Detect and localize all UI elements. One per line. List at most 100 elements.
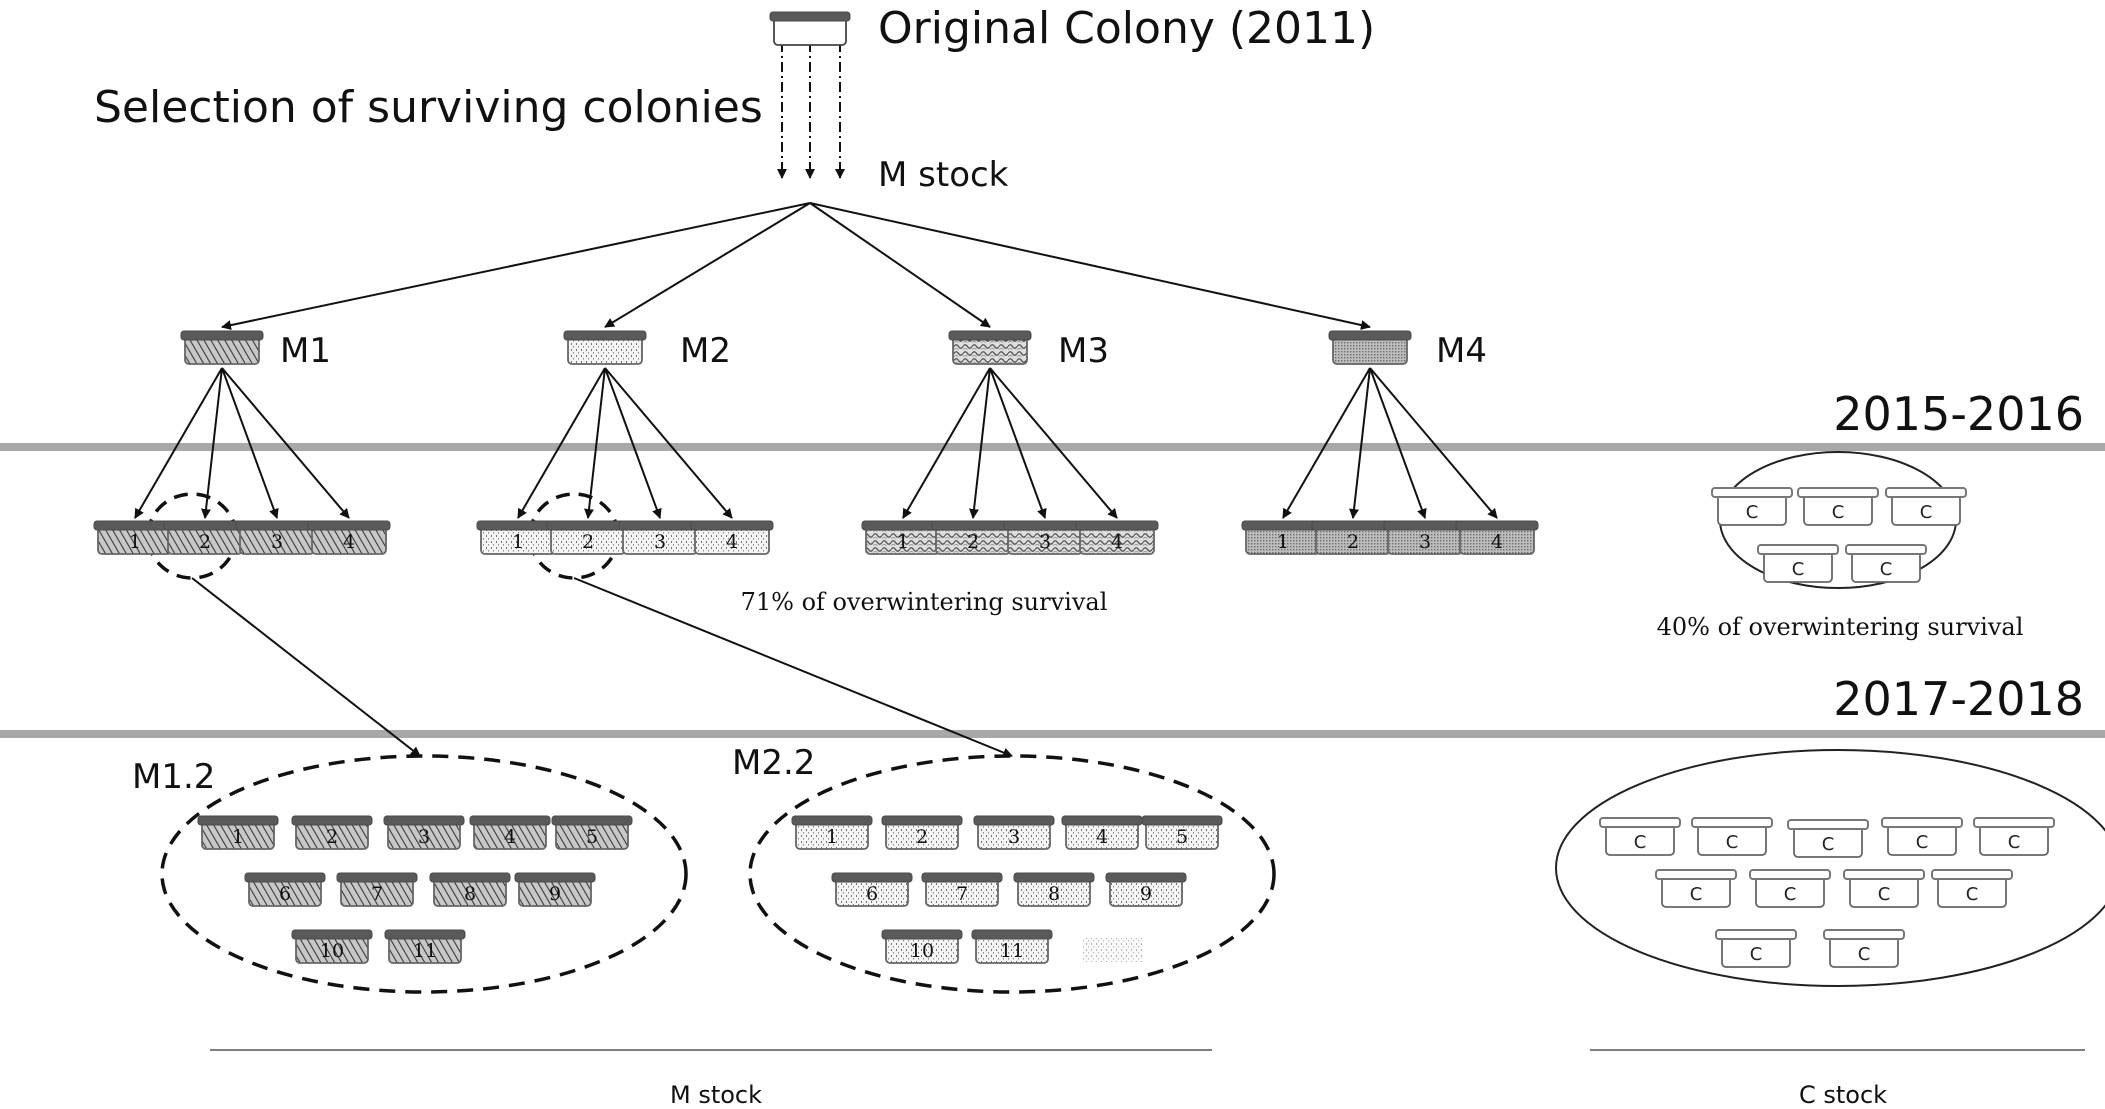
original-colony-box	[769, 11, 851, 46]
selected-colony-m2-2-10-label: 10	[910, 940, 934, 962]
selected-colony-m1-2-1: 1	[197, 815, 279, 850]
selected-colony-m1-2-5: 5	[551, 815, 633, 850]
selected-colony-m1-2-7: 7	[336, 872, 418, 907]
selected-colony-m2-2-6: 6	[831, 872, 913, 907]
selected-colony-m2-2-3-label: 3	[1008, 826, 1020, 848]
selected-colony-m1-2-11-label: 11	[413, 940, 437, 962]
control-2017-8: C	[1843, 869, 1925, 908]
selected-colony-m2-2-5-label: 5	[1176, 826, 1188, 848]
control-2017-11: C	[1823, 929, 1905, 968]
c-stock-footer-label: C stock	[1799, 1081, 1887, 1109]
control-2015-5: C	[1845, 544, 1927, 583]
selected-colony-m1-2-9: 9	[514, 872, 596, 907]
control-2017-7: C	[1749, 869, 1831, 908]
control-2017-10-label: C	[1750, 944, 1763, 965]
control-2017-5: C	[1973, 817, 2055, 856]
selected-colony-m1-2-6-label: 6	[279, 883, 291, 905]
sub-colony-m4-4: 4	[1455, 520, 1539, 555]
arrow-m4-to-sub-3	[1369, 367, 1427, 519]
c-stock-survival-label: 40% of overwintering survival	[1657, 613, 2024, 641]
control-2015-3-label: C	[1920, 502, 1933, 523]
sub-colony-m1-3: 3	[235, 520, 319, 555]
origin-arrows	[777, 42, 845, 179]
lost-colony-m2-2	[1083, 938, 1143, 962]
control-2017-3: C	[1787, 819, 1869, 858]
arrow-root-to-m4	[809, 202, 1371, 330]
sub-colony-m1-4-label: 4	[343, 531, 355, 553]
selected-colony-m2-2-11-label: 11	[1000, 940, 1024, 962]
sub-colony-m3-1-label: 1	[897, 531, 909, 553]
control-2015-4: C	[1757, 544, 1839, 583]
arrow-m2-to-sub-3	[604, 367, 662, 519]
c-stock-group-2017	[1555, 749, 2105, 987]
selected-colony-m1-2-1-label: 1	[232, 826, 244, 848]
selected-group-label-m1-2: M1.2	[132, 757, 215, 797]
selected-colony-m2-2-2: 2	[881, 815, 963, 850]
control-2017-3-label: C	[1822, 834, 1835, 855]
selected-colony-m1-2-8-label: 8	[464, 883, 476, 905]
sub-colony-m2-4-label: 4	[726, 531, 738, 553]
m-stock-label: M stock	[878, 155, 1009, 195]
selected-colony-m2-2-9: 9	[1105, 872, 1187, 907]
selected-colony-m2-2-2-label: 2	[916, 826, 928, 848]
control-2015-2: C	[1797, 487, 1879, 526]
lineage-box-m2	[563, 330, 647, 365]
selected-colony-m1-2-11: 11	[384, 929, 466, 964]
arrow-m1-to-sub-1	[134, 367, 223, 519]
selected-colony-m2-2-5: 5	[1141, 815, 1223, 850]
sub-colony-m2-3-label: 3	[654, 531, 666, 553]
selected-colony-m2-2-9-label: 9	[1140, 883, 1152, 905]
arrow-m3-to-sub-3	[989, 367, 1047, 519]
arrow-select-m1-2	[191, 577, 421, 757]
arrow-root-to-m1	[221, 202, 811, 331]
sub-colony-m3-2: 2	[931, 520, 1015, 555]
sub-colony-m3-3-label: 3	[1039, 531, 1051, 553]
sub-colony-m1-4: 4	[307, 520, 391, 555]
period-label-2015-2016: 2015-2016	[1833, 387, 2084, 441]
selection-title: Selection of surviving colonies	[94, 82, 763, 133]
selected-colony-m1-2-3-label: 3	[418, 826, 430, 848]
selected-colony-m2-2-7-label: 7	[956, 883, 968, 905]
selected-colony-m2-2-4-label: 4	[1096, 826, 1108, 848]
lineage-arrows	[134, 202, 1498, 758]
selected-group-label-m2-2: M2.2	[732, 743, 815, 783]
control-2015-5-label: C	[1880, 559, 1893, 580]
selected-colony-m1-2-10: 10	[291, 929, 373, 964]
sub-colony-m2-2: 2	[546, 520, 630, 555]
lineage-label-m3: M3	[1058, 331, 1109, 371]
selected-group-m1-2	[160, 754, 688, 994]
selected-colony-m1-2-2-label: 2	[326, 826, 338, 848]
control-2017-2: C	[1691, 817, 1773, 856]
arrow-m2-to-sub-4	[604, 367, 733, 519]
lineage-box-m1	[180, 330, 264, 365]
control-2015-4-label: C	[1792, 559, 1805, 580]
selected-colony-m1-2-4-label: 4	[504, 826, 516, 848]
period-label-2017-2018: 2017-2018	[1833, 672, 2084, 726]
period-separator-2015	[0, 443, 2105, 451]
control-2017-8-label: C	[1878, 884, 1891, 905]
sub-colony-m4-3: 3	[1383, 520, 1467, 555]
control-2017-2-label: C	[1726, 832, 1739, 853]
arrow-m1-to-sub-2	[201, 367, 223, 519]
arrow-m1-to-sub-4	[221, 367, 350, 519]
control-2015-2-label: C	[1832, 502, 1845, 523]
period-separator-2017	[0, 730, 2105, 738]
selected-colony-m1-2-5-label: 5	[586, 826, 598, 848]
control-2017-6: C	[1655, 869, 1737, 908]
selected-colony-m1-2-7-label: 7	[371, 883, 383, 905]
sub-colony-m2-2-label: 2	[582, 531, 594, 553]
sub-colony-m3-4: 4	[1075, 520, 1159, 555]
lineage-box-m3	[948, 330, 1032, 365]
arrow-select-m2-2	[573, 577, 1013, 758]
selected-colony-m1-2-6: 6	[244, 872, 326, 907]
selected-colony-m2-2-1-label: 1	[826, 826, 838, 848]
m-stock-survival-label: 71% of overwintering survival	[741, 588, 1108, 616]
control-2015-1: C	[1711, 487, 1793, 526]
selected-colony-m1-2-9-label: 9	[549, 883, 561, 905]
sub-colony-m4-2: 2	[1311, 520, 1395, 555]
selected-colony-m1-2-3: 3	[383, 815, 465, 850]
arrow-m3-to-sub-2	[969, 367, 991, 519]
sub-colony-m4-4-label: 4	[1491, 531, 1503, 553]
arrow-m3-to-sub-4	[989, 367, 1118, 519]
